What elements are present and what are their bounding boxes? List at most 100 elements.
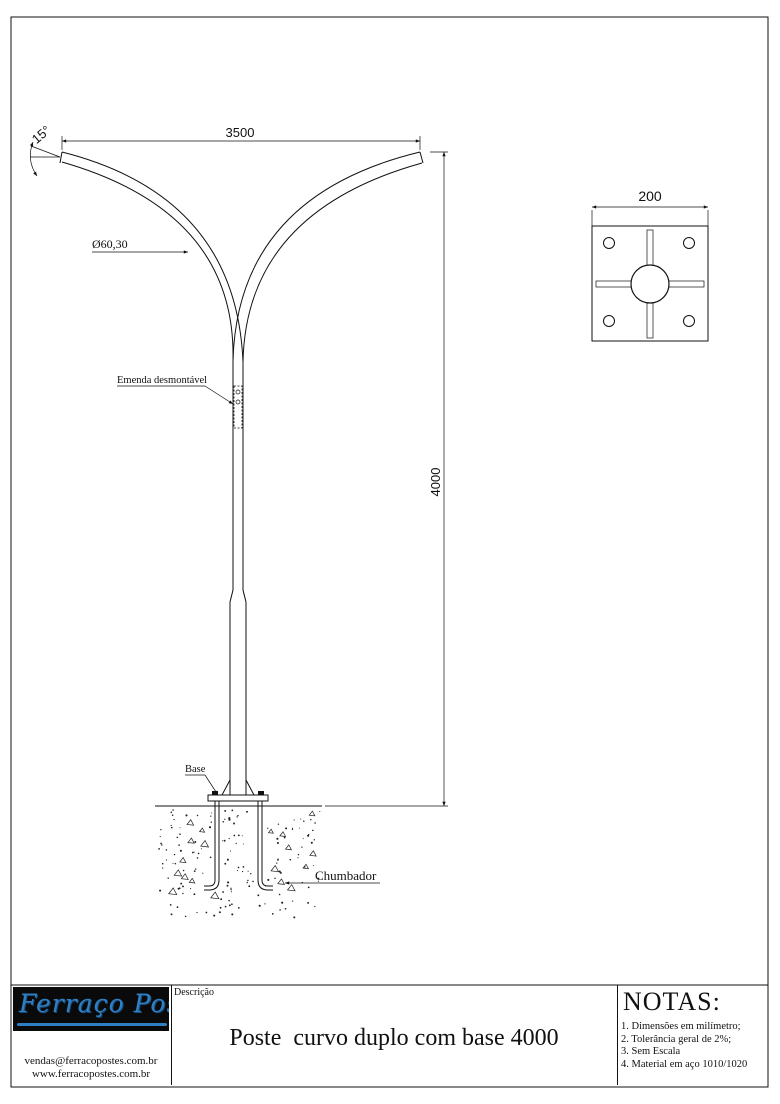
concrete-dot bbox=[319, 810, 321, 813]
note-item: 3. Sem Escala bbox=[621, 1046, 681, 1057]
concrete-dot bbox=[308, 834, 310, 836]
concrete-dot bbox=[196, 814, 199, 817]
concrete-dot bbox=[284, 907, 287, 910]
concrete-dot bbox=[267, 827, 269, 829]
concrete-aggregate bbox=[210, 891, 220, 900]
concrete-dot bbox=[224, 809, 227, 812]
left-arm-outer bbox=[61, 161, 234, 361]
concrete-dot bbox=[167, 877, 169, 879]
concrete-dot bbox=[230, 887, 232, 889]
concrete-aggregate bbox=[302, 863, 310, 870]
concrete-dot bbox=[193, 851, 195, 853]
concrete-dot bbox=[223, 839, 226, 842]
concrete-dot bbox=[165, 849, 168, 851]
notes-title: NOTAS: bbox=[623, 987, 721, 1016]
concrete-dot bbox=[277, 823, 280, 825]
concrete-dot bbox=[236, 816, 238, 818]
concrete-dot bbox=[185, 814, 188, 817]
concrete-dot bbox=[312, 865, 314, 867]
concrete-dot bbox=[317, 880, 320, 882]
company-logo: Ferraço Postes bbox=[13, 987, 169, 1031]
notes-list: 1. Dimensões em milímetro; 2. Tolerância… bbox=[621, 1021, 747, 1071]
concrete-aggregate bbox=[284, 844, 293, 851]
concrete-dot bbox=[246, 881, 248, 884]
right-arm-outer bbox=[242, 162, 423, 363]
concrete-dot bbox=[193, 870, 196, 872]
concrete-dot bbox=[227, 881, 230, 884]
concrete-dot bbox=[231, 903, 233, 906]
concrete-dot bbox=[233, 834, 236, 837]
concrete-dot bbox=[178, 844, 180, 846]
concrete-dot bbox=[182, 885, 184, 888]
concrete-aggregate bbox=[180, 873, 189, 880]
concrete-dot bbox=[228, 904, 231, 907]
note-item: 4. Material em aço 1010/1020 bbox=[621, 1058, 748, 1070]
concrete-dot bbox=[173, 853, 176, 856]
concrete-dot bbox=[159, 835, 161, 838]
concrete-dot bbox=[169, 904, 172, 906]
concrete-dot bbox=[161, 862, 164, 865]
description-label: Descrição bbox=[174, 987, 214, 998]
concrete-dot bbox=[231, 809, 234, 812]
sheet-border bbox=[10, 16, 769, 1088]
concrete-dot bbox=[252, 880, 254, 883]
concrete-dot bbox=[291, 827, 294, 829]
concrete-dot bbox=[171, 814, 174, 816]
concrete-dot bbox=[170, 824, 172, 827]
concrete-dot bbox=[291, 828, 294, 831]
concrete-dot bbox=[170, 811, 173, 814]
concrete-dot bbox=[209, 856, 212, 859]
concrete-dot bbox=[179, 827, 181, 829]
concrete-aggregate bbox=[279, 831, 287, 837]
concrete-aggregate bbox=[286, 883, 296, 892]
concrete-dot bbox=[293, 916, 296, 919]
concrete-dot bbox=[190, 888, 192, 890]
concrete-dot bbox=[237, 834, 240, 837]
concrete-aggregate bbox=[173, 869, 183, 877]
concrete-dot bbox=[210, 821, 212, 823]
concrete-dot bbox=[228, 837, 230, 840]
concrete-dot bbox=[222, 891, 224, 893]
bolt-hole bbox=[603, 237, 615, 249]
concrete-dot bbox=[314, 905, 316, 908]
pole-drawing bbox=[59, 151, 424, 891]
concrete-dot bbox=[236, 870, 238, 872]
concrete-dot bbox=[180, 882, 183, 885]
concrete-dot bbox=[170, 913, 173, 916]
concrete-dot bbox=[208, 826, 212, 829]
company-website: www.ferracopostes.com.br bbox=[31, 1068, 151, 1080]
concrete-aggregate bbox=[186, 819, 195, 826]
concrete-dot bbox=[160, 842, 162, 845]
concrete-aggregate bbox=[179, 856, 187, 864]
concrete-dot bbox=[297, 853, 300, 856]
concrete-dot bbox=[224, 818, 226, 820]
concrete-dot bbox=[246, 810, 248, 813]
label-anchor: Chumbador bbox=[315, 868, 377, 883]
base-plate-square bbox=[591, 225, 709, 342]
concrete-dot bbox=[292, 900, 294, 902]
concrete-dot bbox=[173, 818, 175, 821]
dimension-lines: 3500 4000 15° Ø60,30 Emenda desmontável … bbox=[29, 122, 448, 885]
concrete-dot bbox=[307, 901, 310, 904]
concrete-dot bbox=[257, 894, 260, 897]
base-plate-detail: 200 bbox=[591, 188, 709, 342]
concrete-dot bbox=[231, 913, 234, 916]
concrete-dot bbox=[182, 892, 184, 895]
concrete-dot bbox=[303, 820, 305, 823]
concrete-dot bbox=[248, 885, 251, 888]
concrete-dot bbox=[283, 836, 286, 839]
concrete-dot bbox=[174, 862, 177, 865]
company-logo-text: Ferraço Postes bbox=[19, 989, 169, 1018]
concrete-dot bbox=[171, 826, 173, 829]
concrete-dot bbox=[194, 841, 197, 843]
concrete-dot bbox=[224, 905, 227, 908]
concrete-dot bbox=[196, 857, 199, 859]
concrete-dot bbox=[226, 858, 229, 861]
concrete-dot bbox=[179, 833, 181, 835]
concrete-dot bbox=[221, 840, 223, 842]
concrete-dot bbox=[242, 843, 245, 845]
concrete-dot bbox=[195, 868, 197, 870]
concrete-dot bbox=[310, 841, 313, 844]
concrete-dot bbox=[278, 870, 281, 873]
concrete-dot bbox=[276, 837, 279, 840]
